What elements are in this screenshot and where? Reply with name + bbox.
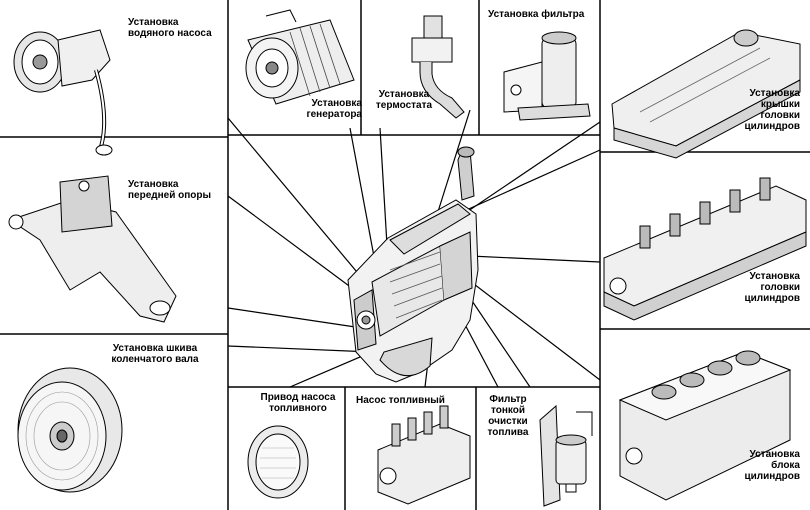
- label-generator: Установка генератора: [306, 98, 362, 120]
- engine-illustration: [347, 146, 479, 383]
- generator-illustration: [245, 9, 355, 105]
- crank-pulley-illustration: [17, 367, 123, 493]
- label-head-cover: Установка крышки головки цилиндров: [744, 88, 800, 132]
- label-cylinder-block: Установка блока цилиндров: [744, 449, 800, 482]
- cylinder-block-illustration: [618, 350, 792, 501]
- thermostat-illustration: [411, 15, 465, 119]
- label-water-pump: Установка водяного насоса: [128, 17, 212, 39]
- label-thermostat: Установка термостата: [375, 89, 433, 111]
- head-cover-illustration: [611, 29, 801, 159]
- label-fuel-pump-drive: Привод насоса топливного: [260, 392, 336, 414]
- filter-illustration: [503, 31, 591, 121]
- fine-filter-illustration: [539, 404, 593, 507]
- label-fine-filter: Фильтр тонкой очистки топлива: [487, 394, 529, 438]
- cylinder-head-illustration: [603, 177, 807, 321]
- label-cylinder-head: Установка головки цилиндров: [744, 271, 800, 304]
- fuel-pump-illustration: [377, 405, 471, 505]
- label-crank-pulley: Установка шкива коленчатого вала: [111, 343, 199, 365]
- fuel-pump-drive-illustration: [247, 425, 309, 499]
- label-fuel-pump: Насос топливный: [356, 395, 445, 406]
- front-support-illustration: [8, 175, 177, 323]
- label-front-support: Установка передней опоры: [128, 179, 212, 201]
- label-filter: Установка фильтра: [488, 9, 585, 20]
- water-pump-illustration: [13, 29, 113, 156]
